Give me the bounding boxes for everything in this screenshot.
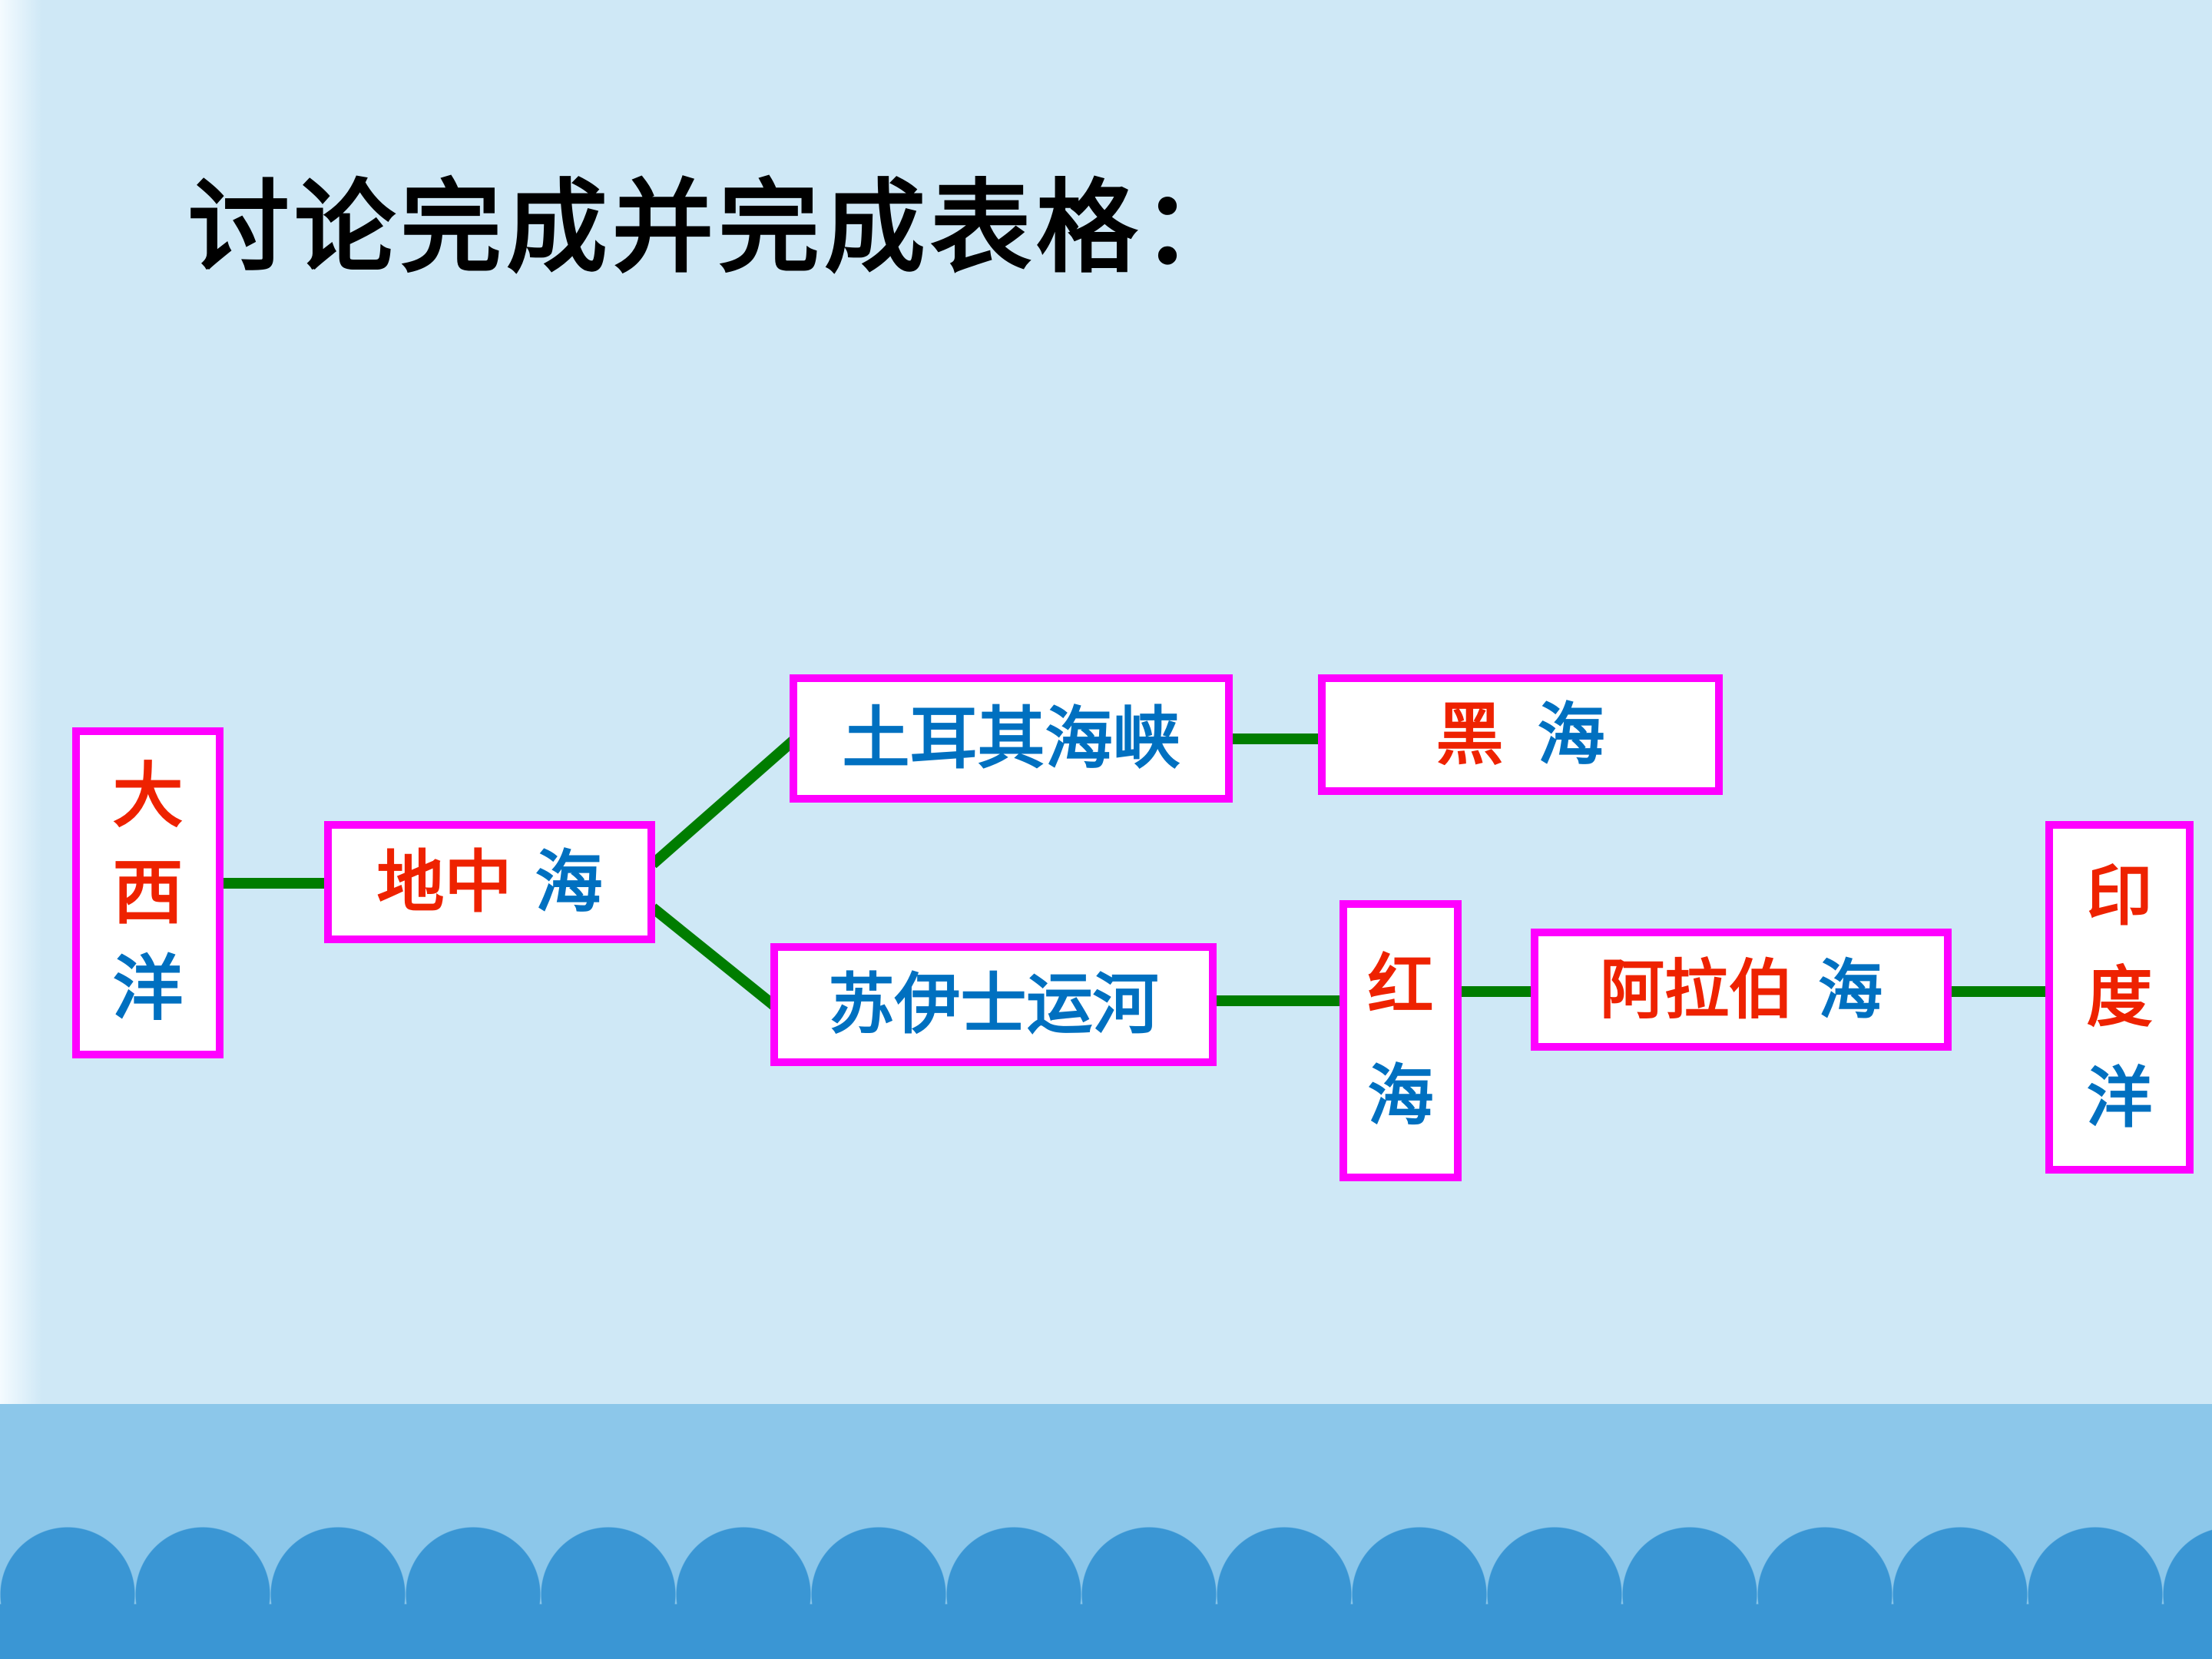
node-label-red: 地中 (376, 842, 512, 922)
node-black-sea: 黑 海 (1318, 674, 1723, 795)
node-indian-ocean: 印 度 洋 (2045, 821, 2194, 1174)
node-label-blue: 海 (535, 842, 603, 922)
node-char: 洋 (2086, 1059, 2153, 1137)
node-char: 海 (1367, 1058, 1434, 1134)
node-char: 印 (2086, 858, 2153, 935)
node-char: 红 (1367, 947, 1434, 1024)
node-arabian-sea: 阿拉伯 海 (1531, 929, 1952, 1051)
node-label-blue: 海 (1537, 694, 1605, 774)
node-label: 土耳其海峡 (842, 698, 1181, 778)
node-char: 西 (112, 851, 184, 934)
node-char: 度 (2086, 959, 2153, 1036)
node-atlantic-ocean: 大 西 洋 (72, 727, 224, 1058)
node-mediterranean-sea: 地中 海 (324, 821, 655, 943)
node-char: 大 (112, 754, 184, 837)
node-label: 苏伊士运河 (828, 966, 1159, 1043)
node-label-blue: 海 (1818, 952, 1883, 1028)
edge-mediterranean-turkish-straits (649, 731, 803, 869)
node-turkish-straits: 土耳其海峡 (790, 674, 1233, 803)
node-label-red: 黑 (1435, 694, 1504, 774)
node-suez-canal: 苏伊士运河 (770, 943, 1217, 1066)
node-label-red: 阿拉伯 (1599, 952, 1793, 1028)
edge-mediterranean-suez-canal (649, 903, 783, 1015)
node-red-sea: 红 海 (1339, 900, 1462, 1181)
node-char: 洋 (112, 948, 184, 1031)
bottom-wave-decoration (0, 1404, 2212, 1659)
slide-title: 讨论完成并完成表格： (188, 168, 1248, 287)
